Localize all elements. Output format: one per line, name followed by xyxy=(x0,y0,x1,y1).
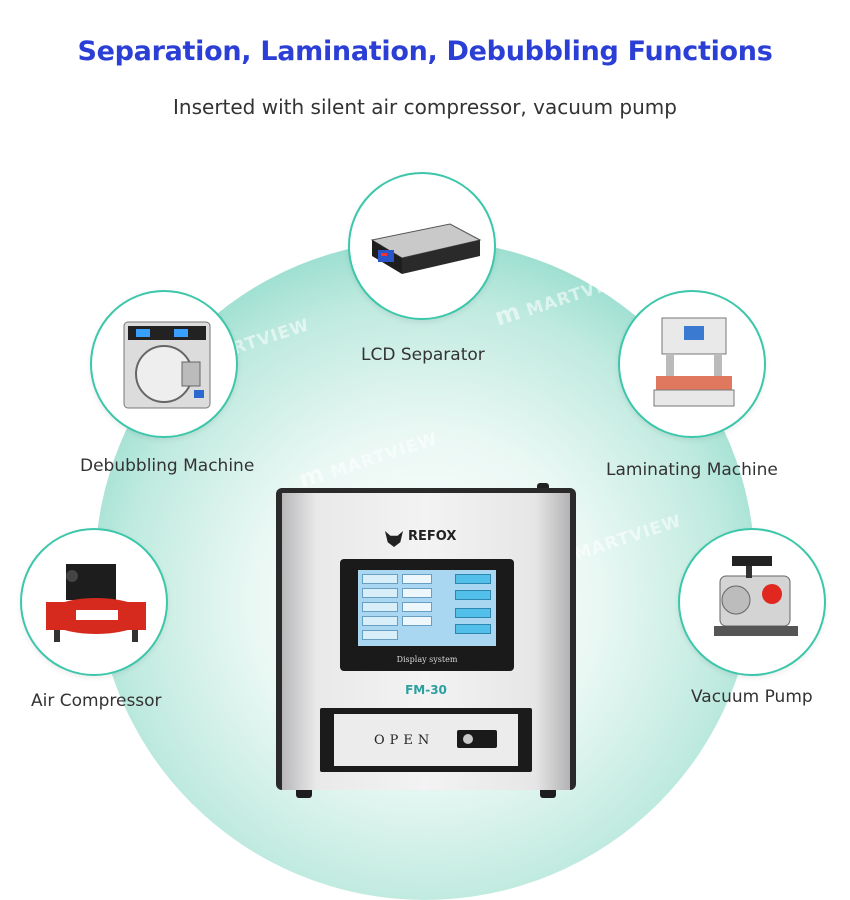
page-title: Separation, Lamination, Debubbling Funct… xyxy=(77,36,773,67)
air-compressor-icon xyxy=(46,564,146,642)
device-brand: REFOX xyxy=(408,529,457,544)
vacuum-pump-image xyxy=(678,528,826,676)
lcd-separator-label: LCD Separator xyxy=(361,345,485,365)
debubbling-machine-icon xyxy=(123,321,211,409)
lcd-separator-image xyxy=(348,172,496,320)
display-screen xyxy=(358,570,496,646)
page-subtitle: Inserted with silent air compressor, vac… xyxy=(173,95,677,119)
lcd-separator-icon xyxy=(370,223,482,274)
touch-display: Display system xyxy=(340,559,514,671)
device-foot xyxy=(540,790,556,798)
device-model: FM-30 xyxy=(405,683,447,697)
debubbling-machine-image xyxy=(90,290,238,438)
drawer-open-label: OPEN xyxy=(374,733,435,748)
display-caption: Display system xyxy=(396,655,458,664)
laminating-machine-label: Laminating Machine xyxy=(606,460,778,480)
air-compressor-image xyxy=(20,528,168,676)
refox-logo-icon xyxy=(385,531,403,547)
refox-fm30-device: REFOX Display system FM-30 OPEN xyxy=(276,488,576,798)
laminating-machine-icon xyxy=(653,317,735,407)
vacuum-drawer: OPEN xyxy=(320,708,532,772)
debubbling-machine-label: Debubbling Machine xyxy=(80,456,255,476)
drawer-latch xyxy=(457,730,497,748)
air-compressor-label: Air Compressor xyxy=(31,691,162,711)
vacuum-pump-icon xyxy=(714,556,798,636)
device-foot xyxy=(296,790,312,798)
laminating-machine-image xyxy=(618,290,766,438)
vacuum-pump-label: Vacuum Pump xyxy=(691,687,813,707)
